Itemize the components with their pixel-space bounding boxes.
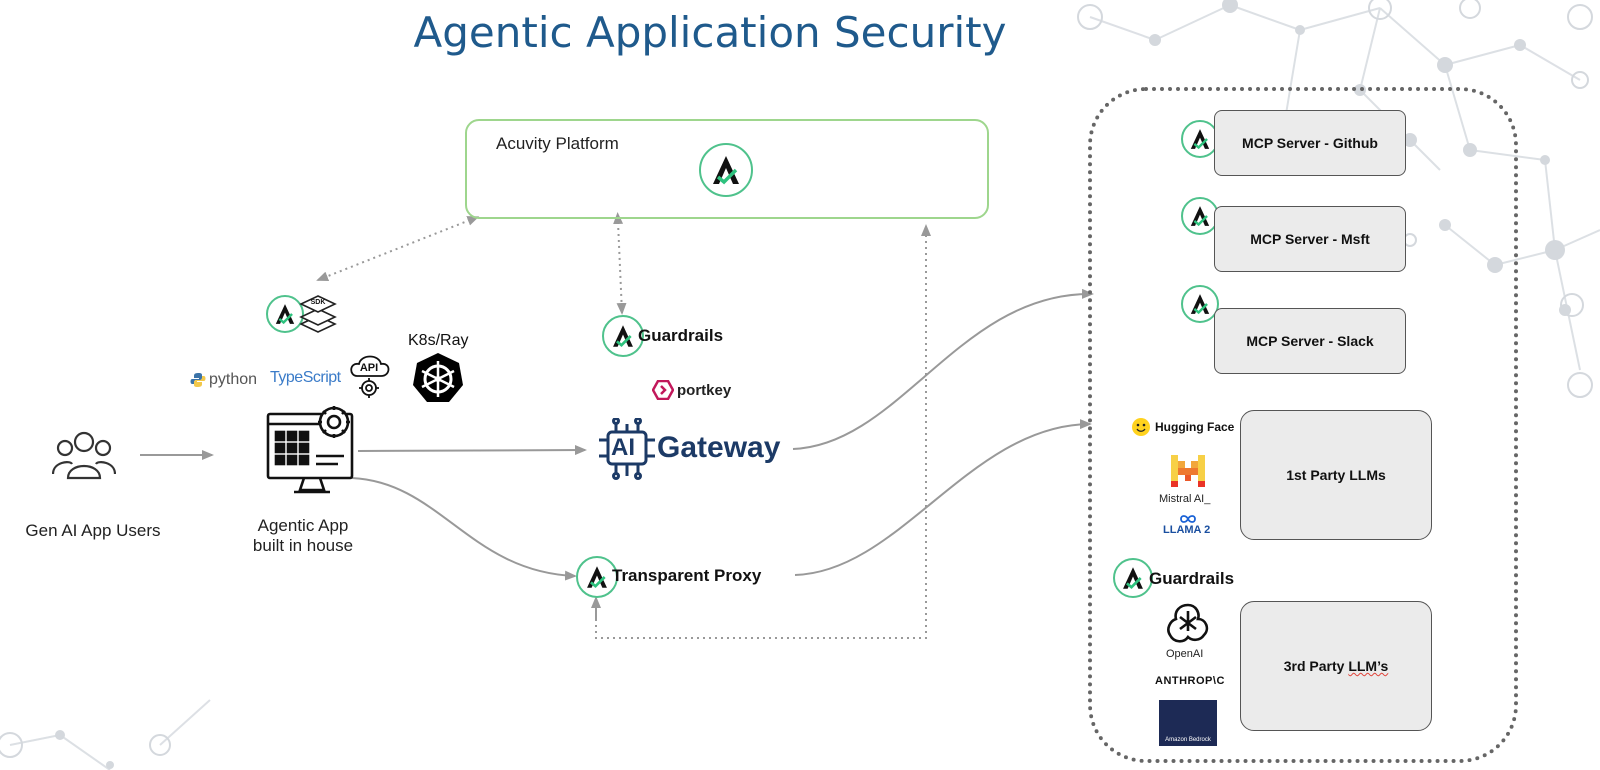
agentic-app-label: Agentic App built in house [228,516,378,556]
api-gear-icon [345,354,393,405]
providers-dotted-frame [1088,87,1518,763]
ai-gateway-ai-text: AI [611,434,635,461]
hugging-face-logo: Hugging Face [1131,417,1234,437]
mistral-logo-icon [1171,455,1205,492]
k8s-ray-label: K8s/Ray [408,332,469,349]
users-label: Gen AI App Users [25,521,161,540]
guardrails-center-label: Guardrails [638,326,724,345]
arrow-platform-sdk [316,216,480,281]
third-party-llms-box: 3rd Party LLM’s [1240,601,1432,731]
mcp-server-msft-box: MCP Server - Msft [1214,206,1406,272]
typescript-logo-text: TypeScript [270,369,341,386]
first-party-llms-box: 1st Party LLMs [1240,410,1432,540]
acuvity-platform-box [465,119,989,219]
llama2-text: LLAMA 2 [1163,524,1211,536]
mcp-server-slack-box: MCP Server - Slack [1214,308,1406,374]
portkey-icon [652,380,674,400]
diagram-title: Agentic Application Security [413,8,1007,57]
transparent-proxy-logo-icon [576,556,618,598]
hugging-face-icon [1132,418,1150,436]
arrow-app-to-proxy [351,477,577,581]
arrow-proxy-to-llms [794,419,1092,576]
kubernetes-helm-icon [412,352,464,409]
acuvity-platform-label: Acuvity Platform [496,134,619,153]
mcp-slack-logo-icon [1181,285,1219,323]
guardrails-right-label: Guardrails [1149,569,1235,588]
api-text: API [359,362,379,374]
portkey-logo: portkey [652,380,731,400]
mcp-server-github-box: MCP Server - Github [1214,110,1406,176]
ai-gateway-label: Gateway [657,431,781,464]
guardrails-logo-icon [602,315,644,357]
sdk-layers-icon [299,294,337,339]
arrow-gateway-to-mcp [792,288,1094,450]
third-party-label-llm: LLM’s [1348,658,1389,674]
guardrails-right-logo-icon [1113,558,1153,598]
transparent-proxy-label: Transparent Proxy [612,566,762,585]
anthropic-text: ANTHROP\C [1155,675,1225,687]
arrow-app-to-gateway [357,445,587,456]
acuvity-sdk-logo-icon [266,295,304,333]
agentic-app-label-line2: built in house [252,536,354,555]
ai-gateway-chip-icon [596,417,658,485]
acuvity-logo-icon [699,143,753,197]
agentic-app-computer-icon [264,406,360,503]
hugging-face-text: Hugging Face [1155,420,1235,434]
agentic-app-label-line1: Agentic App [257,516,349,535]
openai-text: OpenAI [1166,648,1204,660]
mistral-text: Mistral AI_ [1159,493,1211,505]
users-group-icon [51,428,117,491]
python-icon [190,373,206,387]
meta-infinity-icon [1179,511,1197,529]
portkey-text: portkey [677,381,732,399]
sdk-badge: SDK [310,299,326,306]
python-logo-text: python [209,371,258,388]
mcp-github-logo-icon [1181,120,1219,158]
arrow-platform-guardrails [613,212,627,315]
python-logo: python [190,371,257,389]
third-party-label-main: 3rd Party [1283,658,1345,674]
openai-logo-icon [1164,601,1212,652]
amazon-bedrock-logo: Amazon Bedrock [1159,700,1217,746]
amazon-bedrock-text: Amazon Bedrock [1165,737,1211,743]
